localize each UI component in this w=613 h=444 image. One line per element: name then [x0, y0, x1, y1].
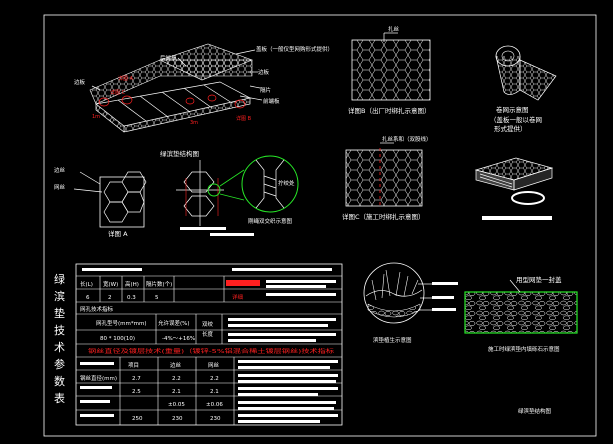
section-mesh: 网孔技术指标: [80, 305, 114, 313]
spec-table: 绿 滨 垫 技 术 参 数 表: [54, 263, 343, 426]
detail-a-view: 边丝 网丝 详图 A: [54, 166, 147, 238]
sub-head-2: 网丝: [208, 361, 220, 369]
sub-head-1: 边丝: [170, 361, 182, 369]
vtitle-1: 滨: [54, 289, 65, 303]
sheet-border: [43, 14, 597, 437]
twist-highlight: [207, 183, 221, 197]
head-l: 长(L): [80, 280, 93, 288]
head-h: 高(H): [125, 280, 139, 288]
label-gabion: 用型网垫一封盖: [516, 275, 562, 284]
gabion-structure-view: 盖板（一般仅型网购形式提供） 后端板 边板 边板 隔片 前端板 详图 A 详图 …: [74, 43, 333, 158]
label-pattern-a: 详图 A: [118, 75, 134, 82]
caption-detail-a: 详图 A: [108, 229, 128, 238]
row-b-1: 2.5: [132, 389, 141, 395]
label-side-b: 边板: [74, 78, 86, 86]
label-grid: 隔片: [260, 86, 271, 94]
mesh-tol: 允许误差(%): [158, 319, 190, 327]
val-h: 0.3: [127, 295, 136, 301]
vtitle-4: 术: [54, 341, 65, 354]
label-front-end: 前端板: [263, 97, 280, 105]
col-twist2: 长度: [202, 330, 214, 338]
vtitle-3: 技: [54, 324, 65, 337]
double-twist-view: 拧绞处 刚绳双交织示意图: [176, 155, 299, 236]
caption-fill: 施工时绿滨垫内填砾石示意图: [488, 345, 560, 353]
label-turf: 滨垫植生示意图: [373, 336, 412, 344]
row-d-3: 230: [210, 416, 221, 422]
label-pattern-b: 详图 B: [236, 115, 252, 122]
mesh-label: 网孔型号(mm*mm): [96, 319, 146, 327]
label-rear-end: 后端板: [160, 54, 177, 62]
col-twist: 双绞: [202, 320, 214, 328]
caption-detail-c: 详图C（施工时绑扎示意图）: [342, 212, 425, 221]
label-twist: 拧绞处: [278, 179, 295, 187]
val-red: 详细: [232, 293, 244, 301]
detail-c-view: 扎丝系和（双股线） 详图C（施工时绑扎示意图）: [342, 135, 432, 221]
row-d-2: 230: [172, 416, 183, 422]
label-zone: 扎丝系和（双股线）: [382, 135, 432, 143]
mesh-val: 80 * 100(10): [100, 336, 135, 342]
vtitle-7: 表: [54, 391, 65, 405]
label-roll-note3: 形式提供）: [494, 124, 527, 133]
twist-magnifier: [241, 155, 299, 213]
mesh-tol-val: -4%～+16%: [162, 336, 195, 342]
row-a-1: 2.7: [132, 376, 141, 382]
vtitle-2: 垫: [54, 306, 65, 320]
caption-bottom-right: 绿滨垫结构图: [518, 407, 552, 415]
detail-b-view: 扎丝 详图B（出厂时绑扎示意图）: [348, 25, 430, 115]
val-grids: 5: [155, 295, 159, 301]
label-perimeter: 边丝: [54, 166, 66, 174]
vegetation-closeup-view: 滨垫植生示意图: [363, 262, 458, 344]
filled-gabion-view: 用型网垫一封盖 施工时绿滨垫内填砾石示意图: [464, 275, 578, 353]
row-a-2: 2.2: [172, 376, 181, 382]
val-w: 2: [108, 295, 112, 301]
label-binding-wire: 扎丝: [388, 25, 400, 33]
label-roll-note: 卷网示意图: [496, 105, 529, 114]
row-b-2: 2.1: [172, 389, 181, 395]
label-pattern-c: 详图 C: [110, 89, 126, 96]
row-c-2: ±0.05: [168, 402, 185, 408]
label-axis-note: 刚绳双交织示意图: [248, 217, 293, 225]
roll-view: 卷网示意图 （盖板一般以卷网 形式提供）: [490, 45, 557, 133]
label-lid: 盖板（一般仅型网购形式提供）: [256, 45, 333, 53]
row-c-3: ±0.06: [206, 402, 223, 408]
row-b-3: 2.1: [210, 389, 219, 395]
caption-structure: 绿滨垫结构图: [160, 149, 199, 158]
vtitle-0: 绿: [54, 272, 65, 286]
row-a-0: 钢丝直径(mm): [80, 374, 117, 382]
caption-detail-b: 详图B（出厂时绑扎示意图）: [348, 106, 430, 115]
section-wire: 钢丝直径及镀层技术(重量)（镀锌-5%铝混合稀土镀层钢丝)技术指标: [88, 347, 335, 355]
vtitle-6: 数: [54, 375, 65, 388]
head-grids: 隔片数(个): [146, 280, 172, 288]
sub-head-0: 项目: [128, 362, 139, 369]
vtitle-5: 参: [54, 357, 65, 371]
label-mesh-wire: 网丝: [54, 183, 66, 191]
val-l: 6: [86, 295, 90, 301]
packed-bundle-view: [474, 157, 554, 220]
label-side-a: 边板: [258, 68, 270, 76]
row-a-3: 2.2: [210, 376, 219, 382]
label-dim-len: 3m: [190, 120, 198, 126]
row-d-1: 250: [132, 416, 143, 422]
label-dim-width: 1m: [92, 114, 100, 120]
label-roll-note2: （盖板一般以卷网: [490, 115, 542, 124]
head-w: 宽(W): [103, 280, 118, 288]
